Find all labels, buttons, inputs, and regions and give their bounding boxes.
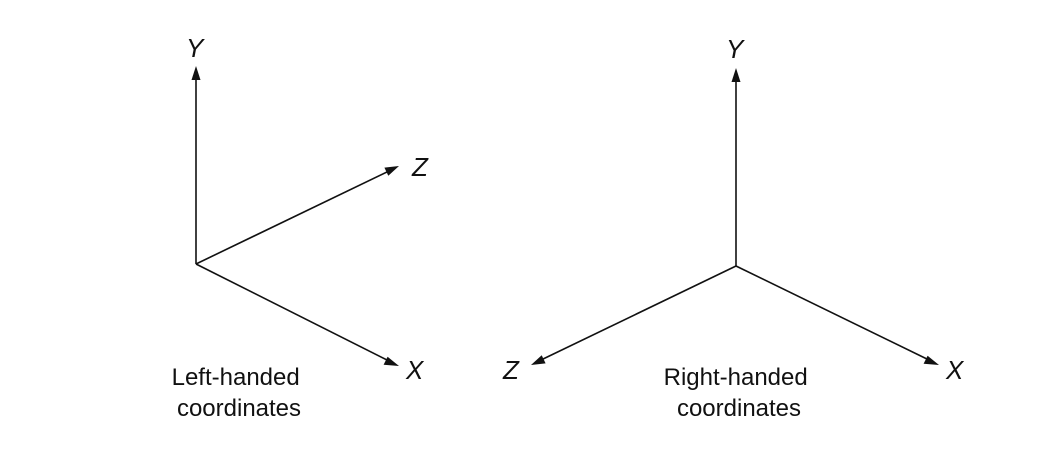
left-handed-system: Y Z X Left-handed coordinates — [172, 33, 429, 422]
left-caption: Left-handed coordinates — [172, 364, 307, 422]
right-caption: Right-handed coordinates — [664, 364, 815, 422]
right-x-label: X — [945, 355, 965, 385]
right-x-axis — [735, 265, 930, 361]
left-y-arrowhead — [191, 66, 201, 80]
right-y-label: Y — [726, 34, 745, 64]
left-caption-line-2: coordinates — [177, 395, 301, 422]
right-z-label: Z — [502, 355, 520, 385]
left-z-arrowhead — [384, 166, 399, 176]
left-y-label: Y — [186, 33, 205, 63]
right-caption-line-2: coordinates — [677, 395, 801, 422]
right-y-arrowhead — [731, 68, 741, 82]
left-x-arrowhead — [383, 356, 399, 366]
right-handed-system: Y Z X Right-handed coordinates — [502, 34, 965, 422]
left-z-label: Z — [411, 152, 429, 182]
right-caption-line-1: Right-handed — [664, 364, 808, 391]
left-z-axis — [195, 170, 390, 265]
left-x-axis — [195, 263, 390, 362]
right-z-axis — [540, 265, 737, 361]
right-z-arrowhead — [531, 355, 546, 365]
left-caption-line-1: Left-handed — [172, 364, 300, 391]
left-x-label: X — [405, 355, 425, 385]
right-x-arrowhead — [923, 355, 939, 365]
